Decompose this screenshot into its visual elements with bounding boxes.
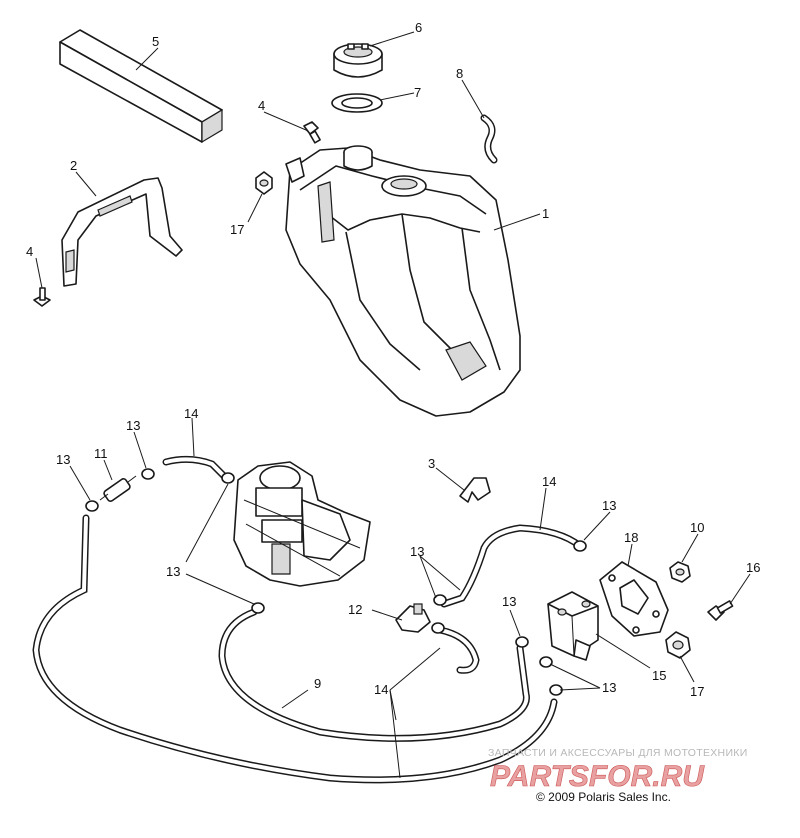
part-16-bolt [707,600,734,621]
callout-18: 18 [624,530,638,545]
part-5-foam-block [59,29,223,144]
callout-6: 6 [415,20,422,35]
part-15-fuel-pump [547,591,599,661]
engine-carburetor-reference [233,461,371,587]
callout-3: 3 [428,456,435,471]
callout-1: 1 [542,206,549,221]
callout-13-g: 13 [602,680,616,695]
callout-7: 7 [414,85,421,100]
callout-12: 12 [348,602,362,617]
hose-9 [32,514,558,784]
callout-14-a: 14 [184,406,198,421]
part-13-clamps [85,468,587,696]
hose-14-right [440,524,584,608]
callout-13-b: 13 [126,418,140,433]
callout-4-upper: 4 [258,98,265,113]
part-2-bracket [61,177,183,287]
hose-short-valve [436,626,480,674]
leader-lines [35,31,751,779]
part-12-valve [395,603,431,633]
callout-8: 8 [456,66,463,81]
callout-11: 11 [94,446,108,461]
copyright-notice: © 2009 Polaris Sales Inc. [536,790,671,804]
callout-13-a: 13 [56,452,70,467]
callout-9: 9 [314,676,321,691]
part-1-fuel-tank [285,145,521,417]
part-17-nut-upper [255,171,273,195]
callout-15: 15 [652,668,666,683]
watermark-logo: PARTSFOR.RU [490,760,705,793]
hose-14-carb [162,455,230,482]
hose-14-lower-loop [218,608,530,742]
part-3-clip-bracket [459,477,491,503]
part-6-fuel-cap [333,43,383,78]
watermark-caption: ЗАПЧАСТИ И АКСЕССУАРЫ ДЛЯ МОТОТЕХНИКИ [488,747,748,759]
part-11-fuel-filter [99,475,137,502]
callout-13-f: 13 [502,594,516,609]
callout-5: 5 [152,34,159,49]
callout-14-b: 14 [542,474,556,489]
part-7-gasket [331,93,383,113]
callout-2: 2 [70,158,77,173]
part-4-bolt-lower [33,287,51,307]
callout-13-c: 13 [166,564,180,579]
part-18-mounting-plate [599,561,669,637]
part-4-bolt-upper [303,121,321,144]
callout-17-upper: 17 [230,222,244,237]
callout-numbers: 1 2 3 4 4 5 6 7 8 9 10 11 12 13 13 13 13… [26,20,760,699]
part-10-nut [669,561,691,583]
callout-10: 10 [690,520,704,535]
callout-13-d: 13 [410,544,424,559]
part-17-nut-lower [665,631,691,659]
callout-17-lower: 17 [690,684,704,699]
callout-13-e: 13 [602,498,616,513]
callout-16: 16 [746,560,760,575]
part-8-vent-hose [480,114,498,164]
callout-4-lower: 4 [26,244,33,259]
callout-14-c: 14 [374,682,388,697]
